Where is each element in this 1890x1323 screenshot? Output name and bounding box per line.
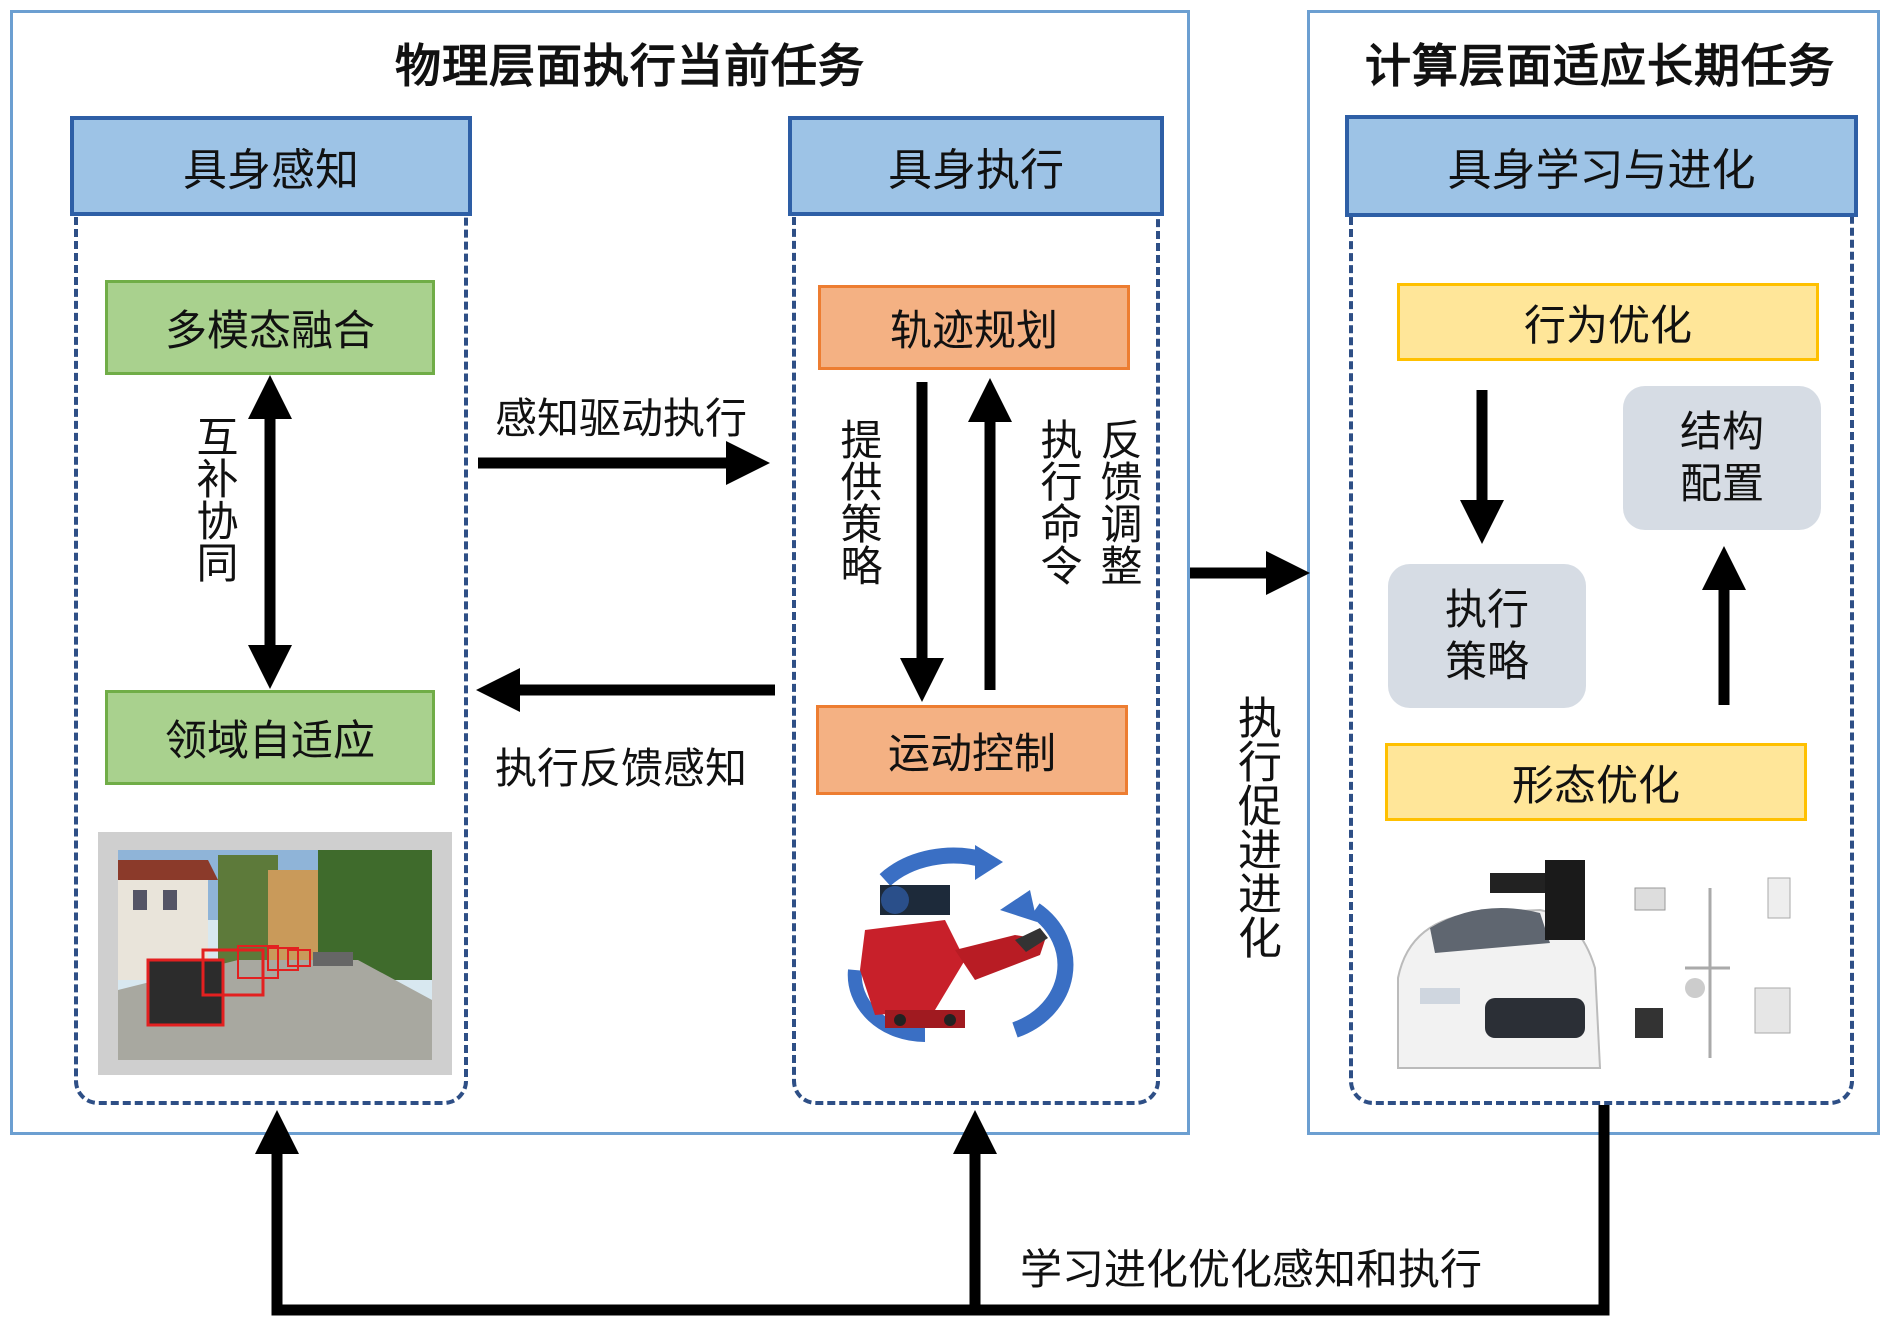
- trajectory-planning-box: 轨迹规划: [818, 285, 1130, 370]
- provide-strategy-label: 提供策略: [834, 418, 883, 586]
- perception-container: [74, 200, 468, 1105]
- domain-adaptation-box: 领域自适应: [105, 690, 435, 785]
- physical-layer-title: 物理层面执行当前任务: [395, 39, 865, 93]
- structure-configuration-label: 结构配置: [1679, 407, 1764, 508]
- execution-container: [792, 200, 1160, 1105]
- learning-optimizes-label: 学习进化优化感知和执行: [1020, 1245, 1483, 1294]
- physical-layer-panel: [10, 10, 1190, 1135]
- computational-layer-title: 计算层面适应长期任务: [1365, 39, 1835, 93]
- street-scene-image: [98, 832, 452, 1075]
- morphology-optimization-box: 形态优化: [1385, 743, 1807, 821]
- perception-drives-execution-label: 感知驱动执行: [495, 394, 748, 443]
- behavior-optimization-box: 行为优化: [1397, 283, 1819, 361]
- learning-header: 具身学习与进化: [1345, 115, 1858, 217]
- execution-header: 具身执行: [788, 116, 1164, 216]
- complementary-synergy-label: 互补协同: [190, 415, 239, 583]
- feedback-adjust-label: 反馈调整: [1094, 418, 1143, 586]
- street-scene-picture: [118, 850, 432, 1060]
- execution-promotes-evolution-label: 执行促进进化: [1230, 695, 1281, 959]
- execute-command-label: 执行命令: [1034, 418, 1083, 586]
- motion-control-box: 运动控制: [816, 705, 1128, 795]
- execution-strategy-label: 执行策略: [1444, 585, 1529, 686]
- perception-header: 具身感知: [70, 116, 472, 216]
- structure-configuration-box: 结构配置: [1623, 386, 1821, 530]
- multimodal-fusion-box: 多模态融合: [105, 280, 435, 375]
- learning-feedback-loop: [255, 1105, 1610, 1316]
- autonomous-vehicle-image: [1390, 858, 1810, 1078]
- learning-container: [1349, 200, 1854, 1105]
- robot-arm-image: [847, 845, 1074, 1043]
- execution-feedback-perception-label: 执行反馈感知: [495, 744, 748, 793]
- execution-strategy-box: 执行策略: [1388, 564, 1586, 708]
